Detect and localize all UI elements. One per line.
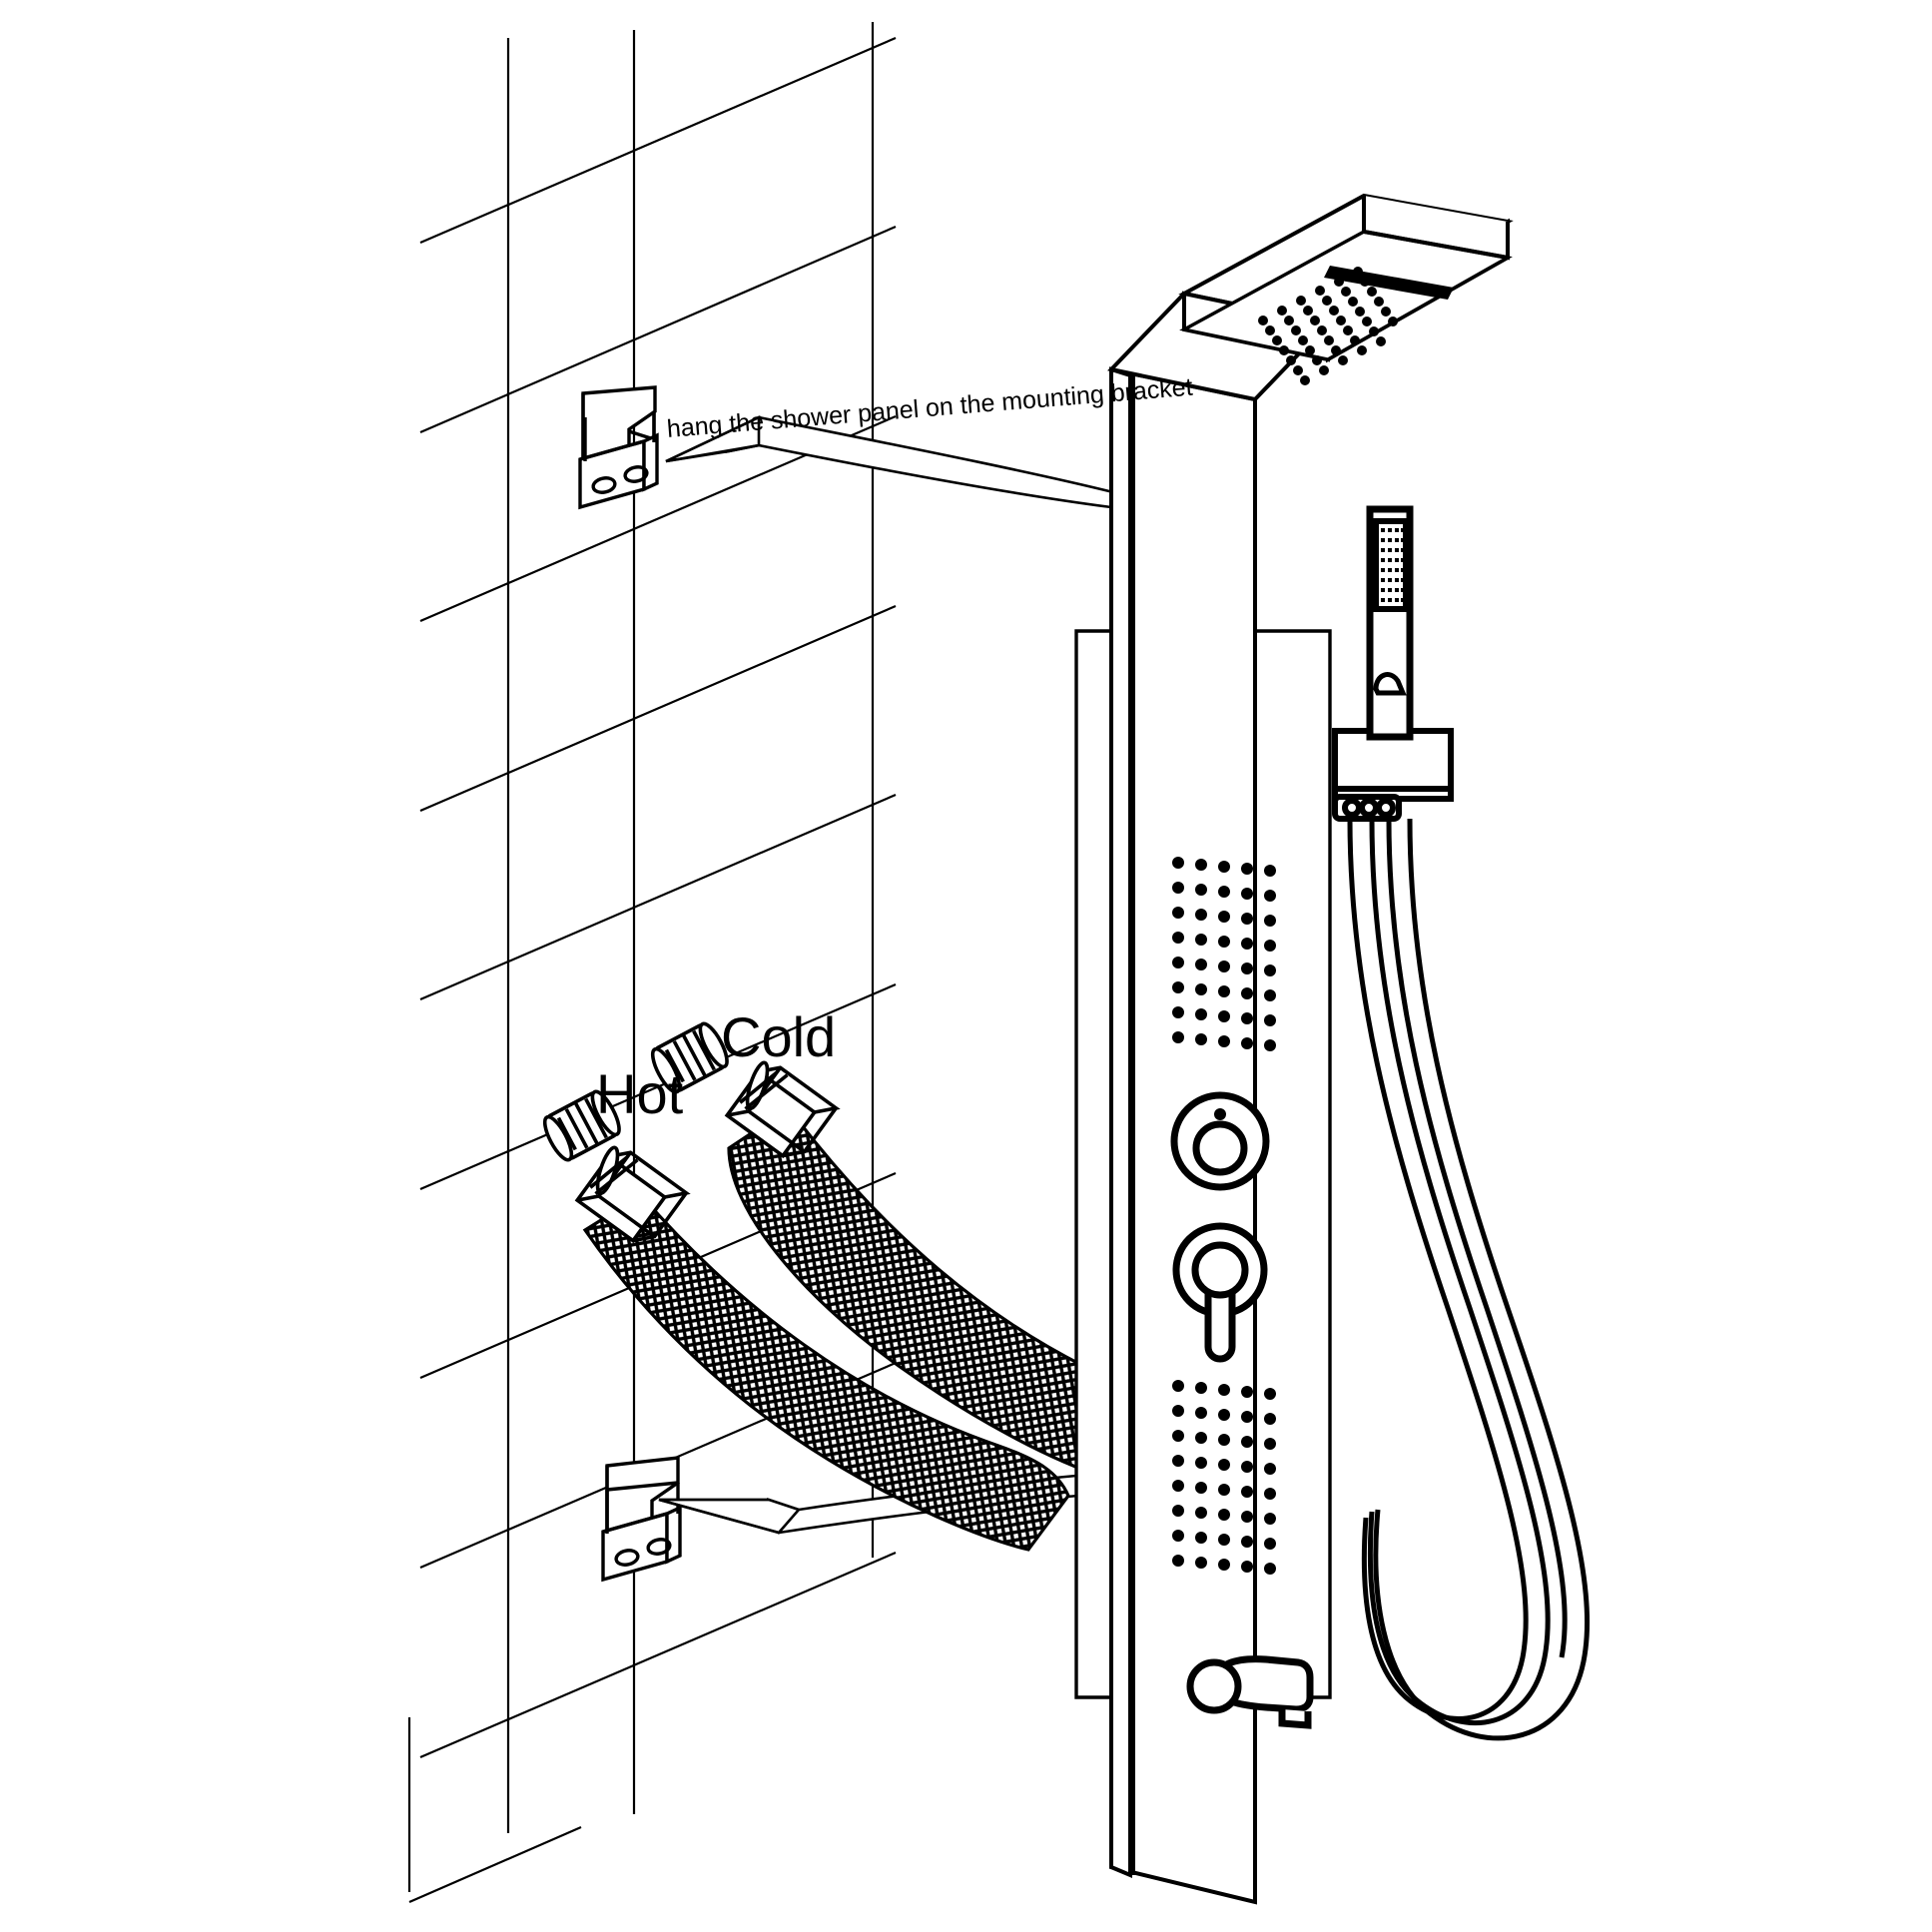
hand-shower-wand [1366, 505, 1414, 741]
overhead-rain-jets [1258, 267, 1398, 385]
diverter-knob [1170, 1091, 1270, 1191]
cold-water-inlet [650, 1021, 729, 1094]
hot-inlet-label: Hot [596, 1062, 684, 1125]
lower-body-jets [1172, 1380, 1276, 1575]
upper-body-jets [1172, 857, 1276, 1051]
hand-shower-jets [1381, 528, 1405, 602]
lower-mounting-bracket [601, 1456, 682, 1583]
tub-spout [1186, 1655, 1314, 1729]
hand-shower-hose [1347, 818, 1591, 1741]
hand-shower-holder [1332, 728, 1454, 822]
upper-mounting-bracket [578, 385, 659, 510]
cold-inlet-label: Cold [721, 1005, 837, 1068]
mixer-lever [1172, 1222, 1268, 1363]
hot-water-inlet [542, 1089, 621, 1162]
upper-bracket-arrow [665, 414, 1115, 509]
tiled-wall [407, 22, 897, 1904]
